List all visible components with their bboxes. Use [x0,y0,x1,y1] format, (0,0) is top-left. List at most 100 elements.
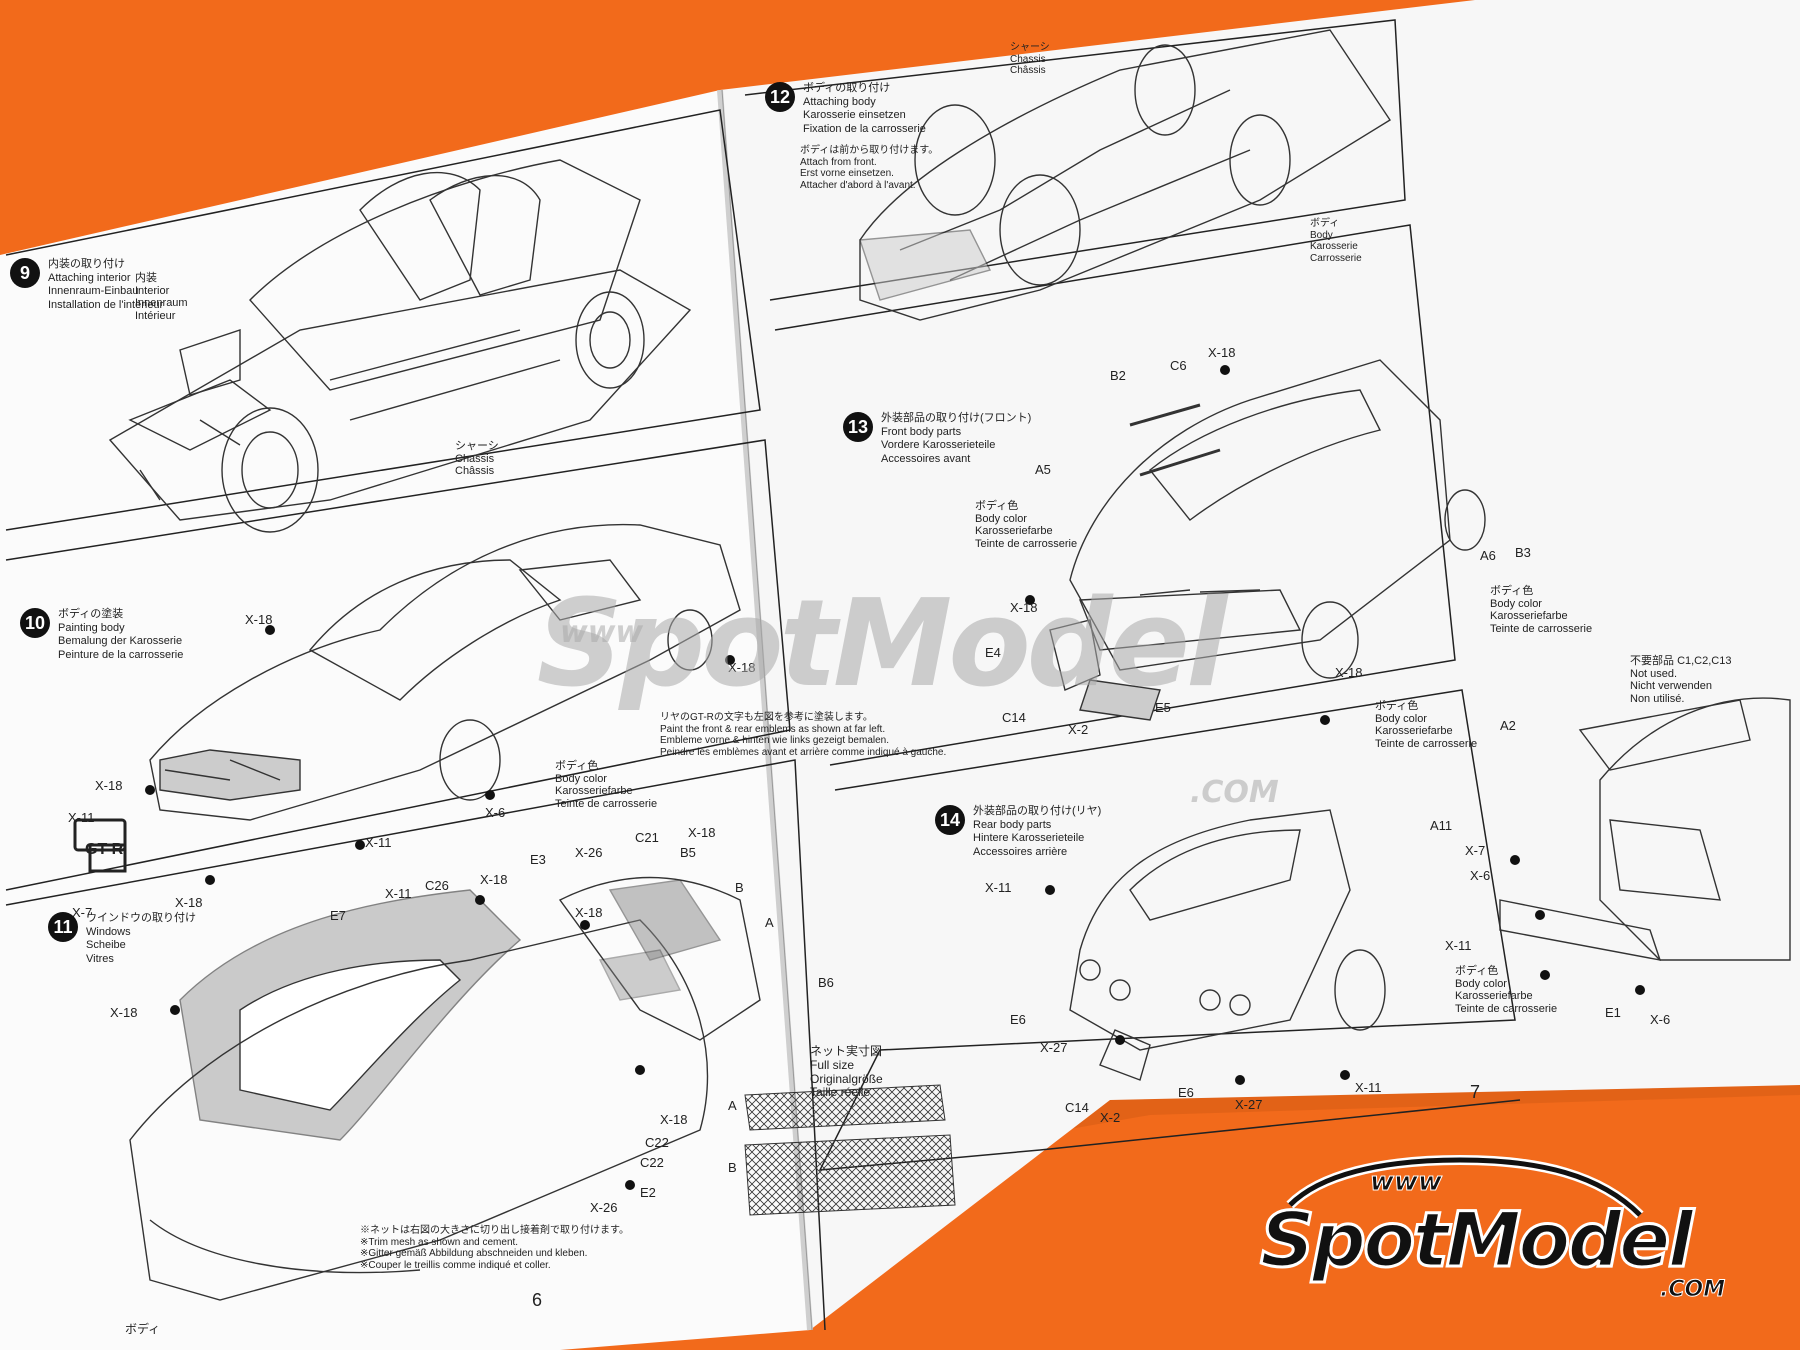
watermark-www: www [560,615,644,650]
step-number: 10 [20,608,50,638]
part-label: X-18 [1335,665,1363,680]
part-label: A5 [1035,462,1051,477]
net-size-note: ネット実寸図 Full size Originalgröße Taille ré… [810,1044,883,1100]
step-number: 14 [935,805,965,835]
right-page-number: 7 [1470,1082,1481,1102]
part-label: X-18 [688,825,716,840]
part-label: X-18 [660,1112,688,1127]
step-title-jp: 外装部品の取り付け(フロント) [881,412,1032,424]
part-label: X-7 [1465,843,1486,858]
spotmodel-logo: www SpotModel .COM [1259,1155,1740,1305]
front-body-drawing-step13 [1049,359,1486,721]
part-label: C14 [1065,1100,1089,1115]
part-label: C22 [640,1155,664,1170]
part-label: X-27 [1235,1097,1263,1112]
interior-callout: 内装 Interior Innenraum Intérieur [135,272,188,322]
step-title-de: Bemalung der Karosserie [58,635,183,648]
step-title-fr: Peinture de la carrosserie [58,648,184,661]
chassis-callout: シャーシ Chassis Châssis [455,440,499,478]
not-used-note: 不要部品 C1,C2,C13 Not used. Nicht verwenden… [1630,655,1732,705]
step-title-fr: Installation de l'intérieur [48,298,164,311]
step-title-fr: Accessoires arrière [973,845,1068,858]
logo-car-outline-icon [1286,1155,1644,1219]
step-title-en: Windows [86,925,131,938]
part-label: X-26 [590,1200,618,1215]
chassis-drawing-step9 [108,159,692,533]
watermark-com: .COM [1190,775,1279,810]
body-callout-step12: ボディ Body Karosserie Carrosserie [1310,218,1362,264]
watermark-spotmodel: SpotModel [536,575,1227,714]
part-label: X-2 [1068,722,1089,737]
net-swatches [744,1084,956,1216]
step-title-de: Hintere Karosserieteile [973,832,1085,845]
part-label: B3 [1515,545,1531,560]
part-label: X-11 [1355,1080,1382,1095]
step-title-jp: 外装部品の取り付け(リヤ) [973,805,1102,817]
gtr-emblem-label: GT-R [85,841,124,858]
step-title-de: Scheibe [86,939,126,952]
part-label: A6 [1480,548,1496,563]
part-label: X-18 [1208,345,1236,360]
part-label: C22 [645,1135,669,1150]
logo-www: www [1369,1167,1443,1198]
part-label: X-27 [1040,1040,1068,1055]
part-label: X-18 [1010,600,1038,615]
part-label: X-11 [68,810,95,825]
step-title-de: Innenraum-Einbau [48,285,139,298]
step-title-fr: Fixation de la carrosserie [803,122,926,135]
step-title-fr: Accessoires avant [881,452,971,465]
step-title-en: Rear body parts [973,818,1052,831]
part-label: X-18 [110,1005,138,1020]
step-title-de: Vordere Karosserieteile [881,439,996,452]
part-label: C21 [635,830,659,845]
part-label: E7 [330,908,346,923]
step-number: 11 [48,912,78,942]
body-color-note-step14-right: ボディ色 Body color Karosseriefarbe Teinte d… [1455,965,1558,1015]
underside-drawing-step12 [859,29,1391,321]
screw-markers [145,365,1645,1190]
part-label: E3 [530,852,546,867]
body-drawing-step10 [149,523,741,821]
left-page-number: 6 [532,1290,543,1310]
part-label: X-18 [575,905,603,920]
step-title-en: Attaching body [803,95,876,108]
part-label: A [765,915,774,930]
body-color-note-step13-right: ボディ色 Body color Karosseriefarbe Teinte d… [1490,585,1593,635]
part-label: X-2 [1100,1110,1121,1125]
part-label: E4 [985,645,1001,660]
part-label: C26 [425,878,449,893]
step-number: 12 [765,82,795,112]
part-label: C14 [1002,710,1026,725]
part-label: X-18 [245,612,273,627]
step-title-jp: ボディの塗装 [58,608,124,620]
step-title-fr: Vitres [86,952,114,965]
mesh-note: ※ネットは右図の大きさに切り出し接着剤で取り付けます。 ※Trim mesh a… [360,1225,629,1271]
part-label: A11 [1430,818,1453,833]
part-label: X-6 [1470,868,1491,883]
part-label: X-26 [575,845,603,860]
part-label: B5 [680,845,696,860]
step-title-en: Painting body [58,621,125,634]
part-label: B2 [1110,368,1126,383]
net-b-label: B [728,1160,737,1175]
body-windows-drawing-step11 [129,876,761,1301]
part-label: X-11 [985,880,1012,895]
body-color-note-step10: ボディ色 Body color Karosseriefarbe Teinte d… [555,760,658,810]
part-label: X-18 [728,660,756,675]
part-label: E6 [1010,1012,1026,1027]
right-page [720,0,1800,1330]
part-label: B6 [818,975,834,990]
part-label: X-6 [1650,1012,1671,1027]
step-title-jp: ウインドウの取り付け [86,912,196,924]
logo-wordmark: SpotModel [1259,1194,1696,1286]
part-label: X-11 [1445,938,1472,953]
step-title-en: Front body parts [881,425,962,438]
part-label: X-6 [485,805,506,820]
logo-com: .COM [1659,1277,1726,1303]
step-title-jp: 内装の取り付け [48,258,125,270]
body-color-note-step13: ボディ色 Body color Karosseriefarbe Teinte d… [975,500,1078,550]
chassis-callout-step12: シャーシ Chassis Châssis [1010,42,1050,76]
step-title-de: Karosserie einsetzen [803,109,906,122]
